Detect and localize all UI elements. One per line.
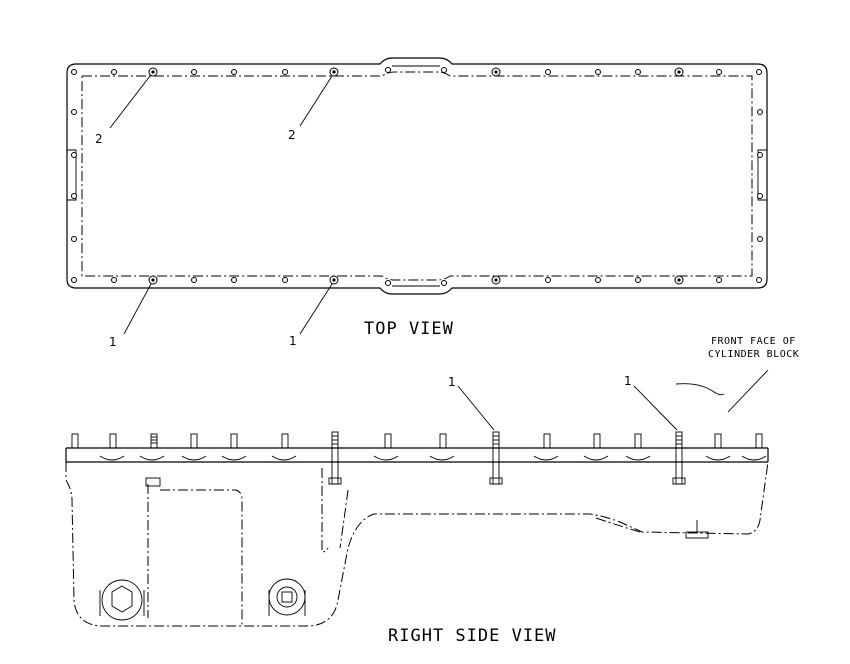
bolt-hole — [635, 69, 641, 75]
bolt-hole — [71, 277, 77, 283]
bolt-hole — [282, 69, 288, 75]
left-slot — [67, 149, 77, 201]
bolt-hole — [71, 109, 77, 115]
drain-plug-right — [268, 578, 306, 616]
bolt-hole — [71, 69, 77, 75]
bolt-hole — [595, 69, 601, 75]
bolt-hole — [757, 236, 763, 242]
bolt-hole — [545, 69, 551, 75]
leader-line — [123, 283, 152, 335]
front-face-leader — [727, 369, 769, 413]
oil-pan-body — [65, 461, 769, 627]
sump-inner-wall — [160, 489, 243, 626]
bolt-hole — [635, 277, 641, 283]
drain-plug-left — [99, 579, 145, 621]
bolt-hole — [441, 67, 447, 73]
bolt-hole — [71, 193, 77, 199]
baffle — [321, 468, 329, 553]
bolt-hole — [282, 277, 288, 283]
bolt-hole — [71, 152, 77, 158]
top-view-outline — [66, 57, 768, 295]
leader-line — [457, 385, 495, 431]
bolt-hole — [385, 280, 391, 286]
bolt-hole — [716, 69, 722, 75]
front-face-break — [675, 383, 725, 396]
bolt-hole — [231, 69, 237, 75]
right-side-view: 1 1 FRONT FACE OF CYLINDER BLOCK RIGHT S… — [65, 336, 799, 646]
top-view: 2 2 1 1 TOP VIEW — [66, 57, 768, 349]
bolt-hole — [757, 193, 763, 199]
long-bolts — [328, 431, 686, 485]
leader-line — [109, 75, 151, 129]
leader-line — [299, 75, 333, 127]
top-view-inner-flange — [81, 71, 753, 281]
bolt-hole — [111, 69, 117, 75]
bolt-hole — [757, 152, 763, 158]
pickup-boss — [145, 477, 161, 487]
side-view-title: RIGHT SIDE VIEW — [388, 626, 557, 646]
callout-1-left: 1 — [109, 335, 117, 349]
callout-2-right: 2 — [288, 128, 296, 142]
front-face-note-line2: CYLINDER BLOCK — [708, 349, 799, 360]
shelf — [595, 517, 641, 533]
bolt-hole — [191, 277, 197, 283]
flange-scallops — [99, 455, 767, 461]
callout-1-right: 1 — [289, 334, 297, 348]
top-view-title: TOP VIEW — [364, 319, 454, 339]
bolt-hole — [595, 277, 601, 283]
bolt-hole — [757, 109, 763, 115]
bolt-hole — [385, 67, 391, 73]
leader-line — [633, 385, 678, 431]
callout-1-side-left: 1 — [448, 375, 456, 389]
top-row-holes — [71, 67, 762, 77]
bolt-hole — [191, 69, 197, 75]
bolt-hole — [545, 277, 551, 283]
bolt-hole — [231, 277, 237, 283]
baffle-2 — [339, 489, 349, 549]
bolt-hole — [111, 277, 117, 283]
leader-line — [299, 283, 333, 335]
callout-2-left: 2 — [95, 132, 103, 146]
callout-1-side-right: 1 — [624, 374, 632, 388]
bolt-hole — [71, 236, 77, 242]
bolt-hole — [716, 277, 722, 283]
side-holes — [71, 109, 763, 242]
bolt-hole — [756, 69, 762, 75]
front-face-note-line1: FRONT FACE OF — [711, 336, 796, 347]
bottom-row-holes — [71, 275, 762, 286]
bolt-hole — [756, 277, 762, 283]
right-slot — [757, 149, 767, 201]
bolt-hole — [441, 280, 447, 286]
flange-studs — [71, 433, 763, 449]
